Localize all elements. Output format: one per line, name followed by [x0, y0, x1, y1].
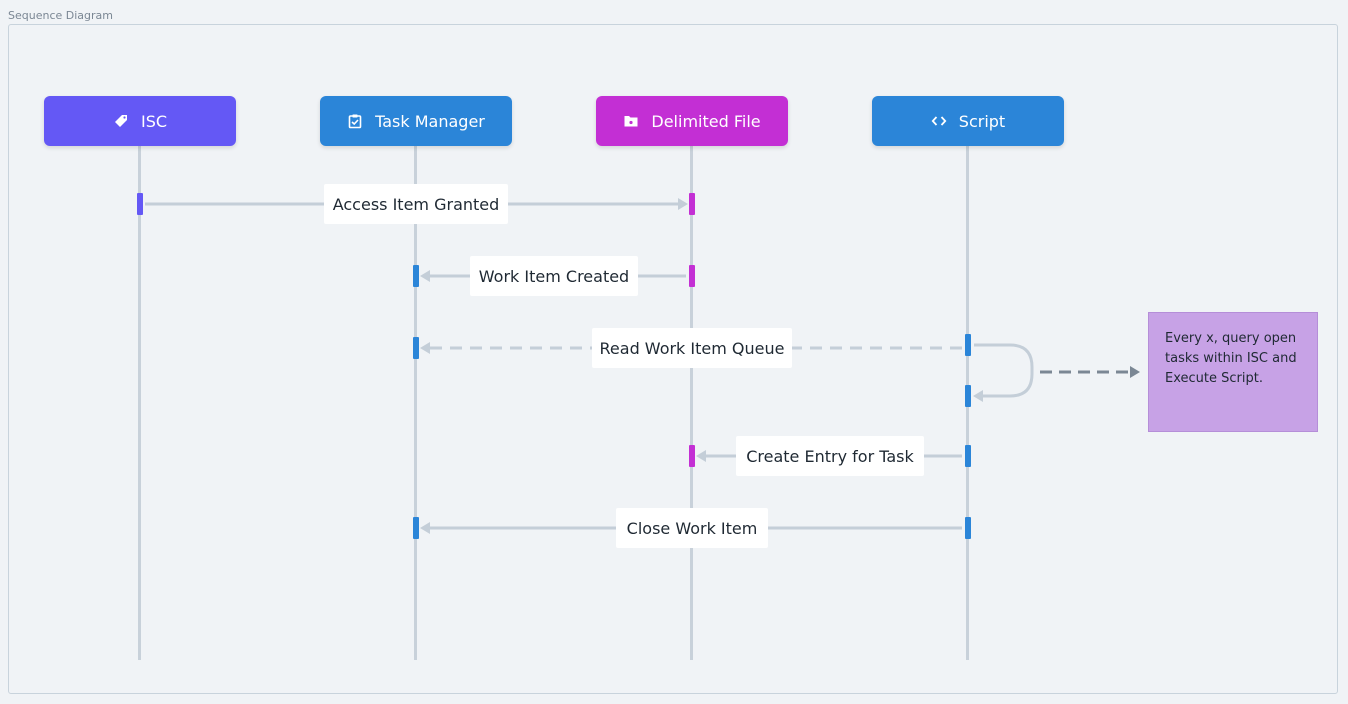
folder-icon — [624, 116, 638, 127]
activation-task-manager — [413, 337, 419, 359]
message-label[interactable]: Close Work Item — [616, 508, 768, 548]
actor-label: Script — [958, 111, 1006, 131]
code-icon — [931, 116, 947, 126]
actor-task-manager[interactable]: Task Manager — [320, 96, 512, 146]
arrowhead — [973, 390, 983, 402]
activation-isc — [137, 193, 143, 215]
arrowhead — [420, 342, 430, 354]
note-connector-head — [1130, 366, 1140, 378]
arrowhead — [696, 450, 706, 462]
actor-label: ISC — [140, 111, 168, 131]
actor-script[interactable]: Script — [872, 96, 1064, 146]
diagram-frame — [8, 24, 1338, 694]
activation-script — [965, 385, 971, 407]
activation-script — [965, 334, 971, 356]
lifeline-isc — [138, 146, 141, 660]
message-label[interactable]: Create Entry for Task — [736, 436, 924, 476]
activation-task-manager — [413, 265, 419, 287]
actor-label: Delimited File — [651, 111, 761, 131]
actor-delimited-file[interactable]: Delimited File — [596, 96, 788, 146]
actor-isc[interactable]: ISC — [44, 96, 236, 146]
lifeline-delimited-file — [690, 146, 693, 660]
clipboard-check-icon — [348, 114, 362, 129]
note[interactable]: Every x, query open tasks within ISC and… — [1148, 312, 1318, 432]
message-label[interactable]: Read Work Item Queue — [592, 328, 792, 368]
self-loop-arrow — [974, 343, 1034, 398]
activation-delimited-file — [689, 265, 695, 287]
activation-script — [965, 517, 971, 539]
arrowhead — [420, 522, 430, 534]
arrowhead — [420, 270, 430, 282]
activation-script — [965, 445, 971, 467]
actor-label: Task Manager — [375, 111, 485, 131]
message-label[interactable]: Access Item Granted — [324, 184, 508, 224]
activation-delimited-file — [689, 445, 695, 467]
arrowhead — [678, 198, 688, 210]
tag-icon — [114, 115, 127, 127]
frame-label: Sequence Diagram — [8, 9, 113, 22]
activation-delimited-file — [689, 193, 695, 215]
activation-task-manager — [413, 517, 419, 539]
lifeline-task-manager — [414, 146, 417, 660]
message-label[interactable]: Work Item Created — [470, 256, 638, 296]
